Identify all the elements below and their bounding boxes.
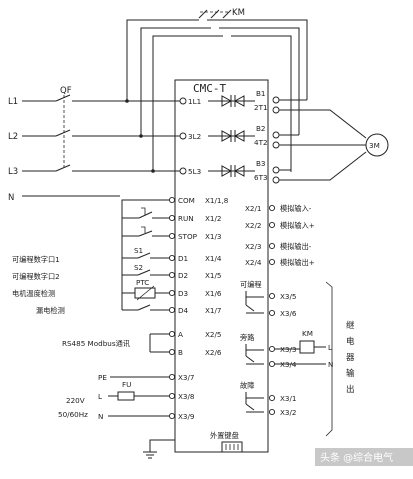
rs485-label: RS485 Modbus通讯 bbox=[62, 339, 130, 348]
analog-label-1: 模拟输入- bbox=[280, 204, 312, 213]
terminal-2T1: 2T1 bbox=[254, 103, 268, 112]
v220-label: 220V bbox=[66, 396, 85, 405]
relay-output-char-3: 器 bbox=[346, 353, 355, 363]
left-code-stop: X1/3 bbox=[205, 232, 222, 241]
pe-label: PE bbox=[98, 373, 107, 382]
terminal-B2: B2 bbox=[256, 124, 266, 133]
keypad-label: 外置键盘 bbox=[210, 431, 239, 440]
line-L1: L1 bbox=[8, 97, 18, 107]
relay-name-prog: 可编程 bbox=[240, 280, 262, 289]
terminal-1L1: 1L1 bbox=[188, 97, 201, 106]
temp-label: 电机温度检测 bbox=[12, 289, 55, 298]
prog1-label: 可编程数字口1 bbox=[12, 255, 60, 264]
s2-label: S2 bbox=[134, 263, 143, 272]
relay-code-prog-1: X3/5 bbox=[280, 292, 297, 301]
line-N: N bbox=[8, 193, 14, 203]
terminal-4T2: 4T2 bbox=[254, 138, 268, 147]
watermark-bg bbox=[315, 448, 413, 466]
left-terminal-d2: D2 bbox=[178, 271, 188, 280]
relay-code-fault-2: X3/2 bbox=[280, 408, 297, 417]
relay-name-fault: 故障 bbox=[240, 381, 254, 390]
left-code-d3: X1/6 bbox=[205, 289, 222, 298]
device-title: CMC-T bbox=[193, 82, 226, 95]
analog-code-2: X2/2 bbox=[245, 221, 262, 230]
analog-label-2: 模拟输入+ bbox=[280, 221, 315, 230]
control-terminals: COM X1/1,8 RUN X1/2 STOP X1/3 D1 X1/4 D2… bbox=[168, 196, 229, 421]
breaker-label: QF bbox=[60, 86, 72, 96]
contactor-km bbox=[126, 9, 308, 172]
relay-output-char-1: 继 bbox=[346, 320, 355, 331]
analog-code-4: X2/4 bbox=[245, 258, 262, 267]
left-terminal-stop: STOP bbox=[178, 232, 198, 241]
left-terminal-b: B bbox=[178, 348, 183, 357]
contactor-label: KM bbox=[232, 8, 245, 18]
left-code-com: X1/1,8 bbox=[205, 196, 229, 205]
left-code-d4: X1/7 bbox=[205, 306, 222, 315]
control-wiring: S1 S2 可编程数字口1 可编程数字口2 PTC 电机温度检测 漏电检测 RS… bbox=[12, 199, 175, 459]
watermark: 头条 @综合电气 bbox=[320, 451, 393, 464]
external-keypad: 外置键盘 bbox=[210, 431, 243, 453]
left-code-x38: X3/8 bbox=[178, 392, 195, 401]
left-code-d2: X1/5 bbox=[205, 271, 222, 280]
left-terminal-d4: D4 bbox=[178, 306, 189, 315]
left-terminal-d1: D1 bbox=[178, 254, 188, 263]
left-terminal-a: A bbox=[178, 330, 183, 339]
terminal-5L3: 5L3 bbox=[188, 167, 201, 176]
analog-label-3: 模拟输出- bbox=[280, 242, 312, 251]
terminal-B3: B3 bbox=[256, 159, 266, 168]
fu-label: FU bbox=[122, 380, 131, 389]
left-code-b: X2/6 bbox=[205, 348, 222, 357]
relay-code-prog-2: X3/6 bbox=[280, 309, 297, 318]
left-code-a: X2/5 bbox=[205, 330, 222, 339]
relay-output-char-5: 出 bbox=[346, 384, 355, 395]
l-label: L bbox=[98, 392, 102, 401]
analog-label-4: 模拟输出+ bbox=[280, 258, 315, 267]
ptc-label: PTC bbox=[136, 278, 149, 287]
relay-km-label: KM bbox=[302, 329, 313, 338]
s1-label: S1 bbox=[134, 246, 143, 255]
relay-code-fault-1: X3/1 bbox=[280, 394, 297, 403]
relay-output-char-4: 输 bbox=[346, 368, 355, 379]
motor: 3M bbox=[365, 133, 389, 157]
left-terminal-run: RUN bbox=[178, 214, 194, 223]
line-L3: L3 bbox=[8, 167, 18, 177]
analog-code-3: X2/3 bbox=[245, 242, 262, 251]
left-terminal-com: COM bbox=[178, 196, 195, 205]
leak-label: 漏电检测 bbox=[36, 306, 65, 315]
relay-n-label: N bbox=[328, 360, 333, 369]
output-terminals: B1 B2 B3 2T1 4T2 6T3 bbox=[254, 89, 367, 184]
left-code-x37: X3/7 bbox=[178, 373, 195, 382]
terminal-3L2: 3L2 bbox=[188, 132, 201, 141]
power-input-terminals: 1L1 3L2 5L3 bbox=[179, 97, 201, 176]
terminal-6T3: 6T3 bbox=[254, 173, 268, 182]
analog-code-1: X2/1 bbox=[245, 204, 262, 213]
line-L2: L2 bbox=[8, 132, 18, 142]
hz-label: 50/60Hz bbox=[58, 410, 88, 419]
n-label: N bbox=[98, 412, 103, 421]
terminal-B1: B1 bbox=[256, 89, 266, 98]
motor-label: 3M bbox=[369, 141, 380, 150]
prog2-label: 可编程数字口2 bbox=[12, 272, 60, 281]
thyristor-modules bbox=[208, 95, 255, 177]
supply-lines: L1 L2 L3 N bbox=[8, 94, 180, 203]
analog-terminals: X2/1 模拟输入- X2/2 模拟输入+ X2/3 模拟输出- X2/4 模拟… bbox=[245, 204, 315, 267]
relay-output-char-2: 电 bbox=[346, 336, 355, 347]
left-terminal-d3: D3 bbox=[178, 289, 188, 298]
relay-l-label: L bbox=[328, 343, 332, 352]
left-code-d1: X1/4 bbox=[205, 254, 222, 263]
left-code-run: X1/2 bbox=[205, 214, 222, 223]
relay-outputs: 可编程 X3/5 X3/6 旁路 X3/3 X3/4 KM L N 故障 X bbox=[240, 280, 355, 437]
left-code-x39: X3/9 bbox=[178, 412, 195, 421]
relay-name-bypass: 旁路 bbox=[240, 333, 254, 342]
